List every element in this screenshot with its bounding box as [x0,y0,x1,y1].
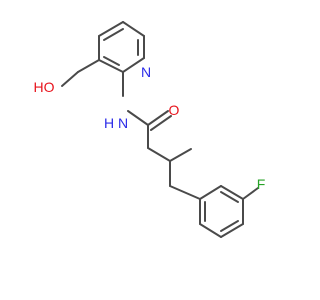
aliphatic-chain [147,147,201,200]
amide-hydrogen-label: H [104,115,114,131]
fluorine-label: F [257,176,266,192]
bond-ch2-ch [147,147,171,162]
bond-carbonyl-o [147,110,169,126]
pyridine-bond [98,21,124,37]
benzene-double-bond [220,220,239,232]
pyridine-double-bond [103,28,124,41]
benzene-bond [199,185,222,200]
benzene-double-bond [220,191,239,203]
pyridine-bond [98,59,124,73]
hydroxymethyl-group [61,59,100,87]
bond-carbonyl-o-double [150,115,172,131]
bond-n-carbonyl [127,110,149,126]
amide-nitrogen-label: N [118,115,128,131]
chemical-structure-diagram: N HO N H O F [33,21,266,238]
pyridine-bond [122,21,145,37]
benzene-bond [199,223,222,238]
amide-group [122,71,172,149]
pyridine-nitrogen-label: N [141,64,151,80]
hydroxyl-label: HO [34,79,55,95]
bond-ch-methyl [169,148,192,162]
bond-aryl-f [242,187,259,200]
pyridine-ring [98,21,145,73]
bond-ch2-aryl [169,185,201,200]
pyridine-double-bond [103,56,120,66]
carbonyl-oxygen-label: O [169,102,180,118]
fluorophenyl-ring [199,185,259,238]
bond-ring-ch2 [77,59,100,73]
benzene-bond [220,185,244,200]
benzene-bond [220,223,244,238]
bond-ch2-o [61,71,79,87]
pyridine-bond [122,57,145,73]
